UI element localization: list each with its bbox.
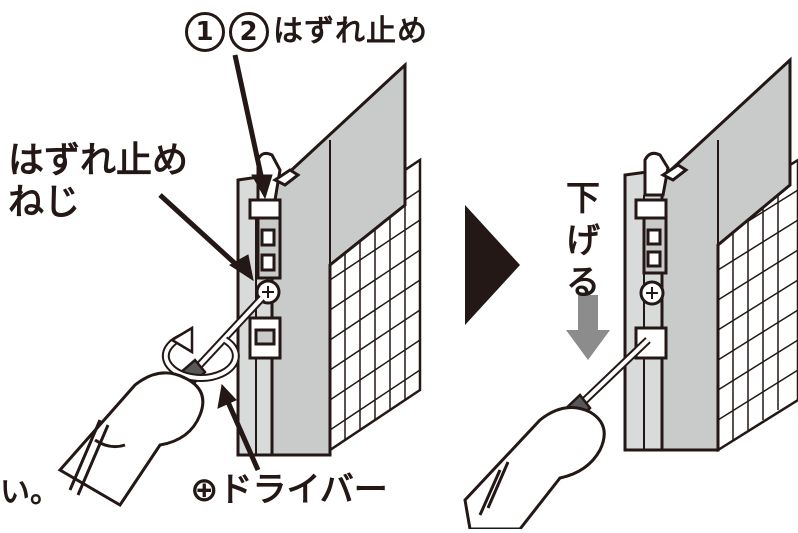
right-hand bbox=[463, 406, 606, 531]
pointer-arrows bbox=[158, 54, 273, 472]
rotation-arrow-icon bbox=[161, 325, 240, 382]
screwdriver-label: ⊕ドライバー bbox=[190, 470, 388, 510]
stopper-screw-label-line2: ねじ bbox=[8, 182, 81, 223]
stopper-label-text: はずれ止め bbox=[273, 14, 428, 49]
stopper-screw-label: はずれ止め ねじ bbox=[8, 140, 188, 224]
lower-label-char2: げ bbox=[566, 221, 600, 261]
lower-label-char3: る bbox=[566, 263, 600, 303]
truncated-text-fragment: い。 bbox=[0, 475, 60, 510]
circle-number-2: 2 bbox=[229, 12, 269, 52]
left-sash-assembly bbox=[57, 61, 422, 508]
right-screen-mesh bbox=[716, 158, 798, 453]
left-screw bbox=[255, 279, 281, 305]
left-stopper-bracket bbox=[248, 151, 301, 360]
lower-label-char1: 下 bbox=[566, 179, 600, 219]
circle-number-1: 1 bbox=[185, 12, 225, 52]
down-arrow-icon bbox=[566, 295, 610, 360]
right-sash-assembly bbox=[463, 56, 798, 531]
stopper-screw-label-line1: はずれ止め bbox=[8, 140, 189, 181]
lower-instruction-label: 下 げ る bbox=[563, 178, 603, 304]
left-hand bbox=[57, 371, 205, 508]
right-screw bbox=[639, 280, 665, 306]
next-step-triangle-icon bbox=[465, 205, 520, 325]
